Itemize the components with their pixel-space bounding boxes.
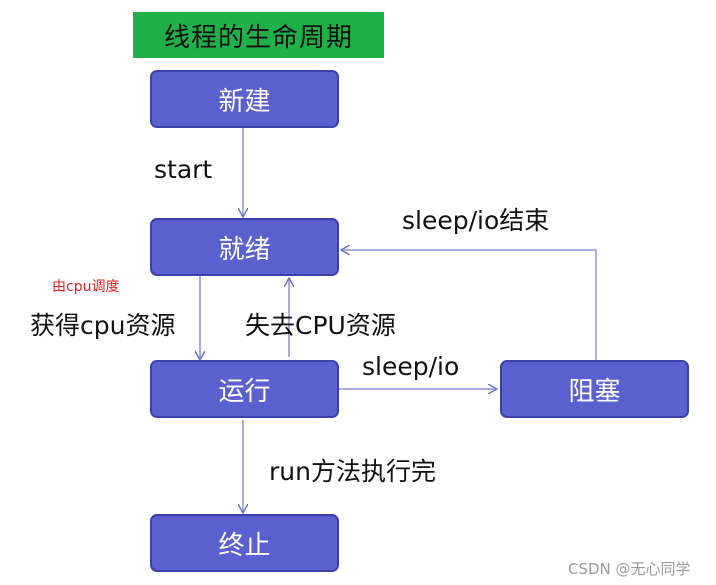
- state-new: 新建: [150, 70, 339, 128]
- edge-label-run-done: run方法执行完: [269, 457, 436, 486]
- state-blocked: 阻塞: [500, 360, 689, 418]
- state-terminated: 终止: [150, 514, 339, 572]
- state-running: 运行: [150, 360, 339, 418]
- annotation-cpu-scheduling: 由cpu调度: [52, 279, 120, 295]
- edge-label-sleep-io-end: sleep/io结束: [402, 206, 550, 235]
- edge-label-sleep-io: sleep/io: [362, 352, 460, 381]
- edge-label-lose-cpu: 失去CPU资源: [245, 311, 396, 340]
- watermark: CSDN @无心同学: [568, 560, 691, 578]
- edge-sleep-io-end: [342, 250, 597, 360]
- state-ready: 就绪: [150, 218, 339, 276]
- edge-label-get-cpu: 获得cpu资源: [30, 311, 176, 340]
- diagram-title: 线程的生命周期: [133, 12, 384, 58]
- edge-label-start: start: [154, 155, 213, 184]
